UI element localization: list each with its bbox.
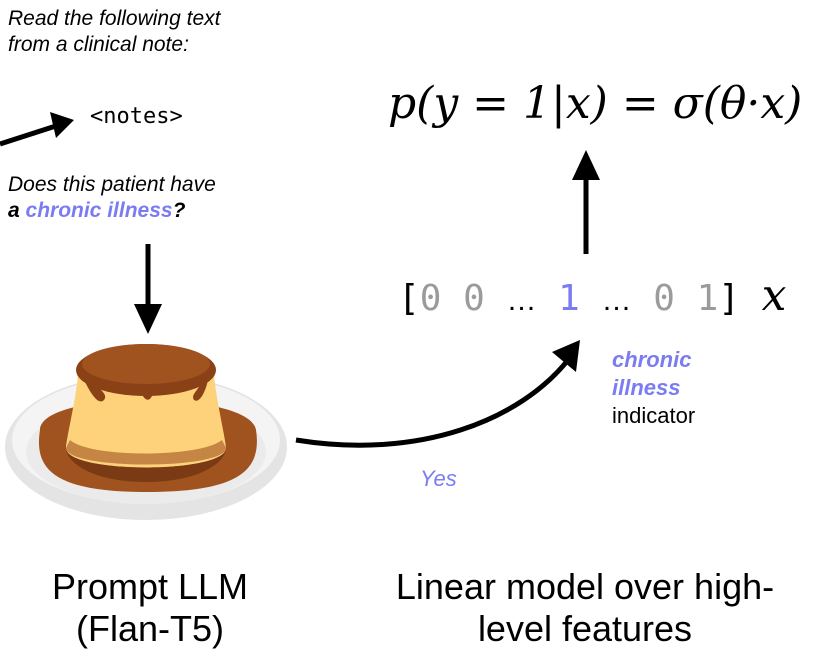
flan-pudding-icon — [5, 344, 287, 520]
intro-line-2: from a clinical note: — [8, 33, 189, 56]
question-mark: ? — [172, 199, 186, 222]
question-prompt: Does this patient have a chronic illness… — [8, 172, 216, 224]
indicator-line-3: indicator — [612, 403, 696, 428]
intro-line-1: Read the following text — [8, 7, 221, 30]
vector-value: 0 — [653, 278, 675, 319]
question-to-llm-arrowhead — [134, 304, 162, 334]
indicator-line-1: chronic — [612, 347, 692, 372]
input-arrow — [0, 121, 63, 147]
vector-ellipsis: … — [601, 284, 632, 317]
question-article: a — [8, 199, 26, 222]
feature-vector: [0 0 … 1 … 0 1] x — [398, 270, 786, 321]
vector-ellipsis: … — [506, 284, 537, 317]
caption-linear-model: Linear model over high- level features — [350, 566, 820, 650]
vector-variable: x — [761, 270, 787, 321]
caption-prompt-llm: Prompt LLM (Flan-T5) — [10, 566, 290, 650]
llm-answer: Yes — [420, 466, 457, 491]
vector-value: 1 — [696, 278, 719, 319]
logistic-formula: p(y = 1|x) = σ(θ·x) — [388, 78, 803, 129]
question-line-2: a chronic illness? — [8, 198, 216, 224]
question-line-1: Does this patient have — [8, 173, 216, 196]
caption-left-line-2: (Flan-T5) — [75, 608, 224, 649]
notes-placeholder: <notes> — [90, 104, 183, 129]
question-concept: chronic illness — [25, 199, 173, 222]
vector-close-bracket: ] — [718, 278, 740, 319]
indicator-line-2: illness — [612, 375, 681, 400]
llm-to-indicator-arrowhead — [552, 340, 580, 372]
caption-right-line-2: level features — [477, 608, 693, 649]
vector-value: 0 — [419, 278, 442, 319]
vector-to-formula-arrowhead — [572, 150, 600, 180]
caption-left-line-1: Prompt LLM — [51, 566, 249, 607]
llm-to-indicator-arrow — [295, 358, 570, 448]
vector-highlight-value: 1 — [558, 278, 580, 319]
input-arrowhead — [50, 112, 74, 138]
caption-right-line-1: Linear model over high- — [395, 566, 775, 607]
feature-indicator-label: chronic illness indicator — [612, 346, 695, 430]
intro-instruction: Read the following text from a clinical … — [8, 6, 220, 58]
vector-open-bracket: [ — [398, 278, 420, 319]
vector-value: 0 — [463, 278, 485, 319]
